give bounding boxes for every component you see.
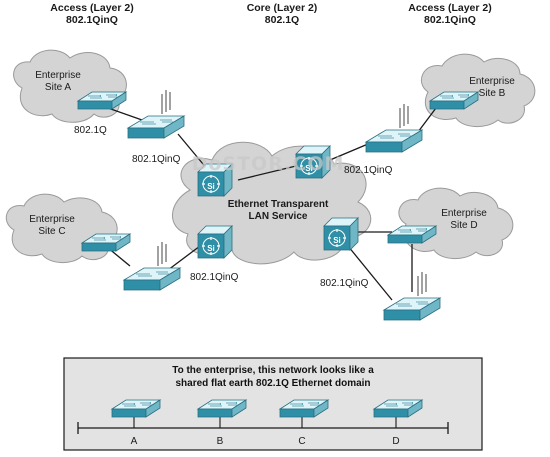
core-switch-right-label: Si bbox=[333, 236, 341, 245]
header-access-right: Access (Layer 2) bbox=[408, 2, 491, 14]
link-label-site-a-dot1q: 802.1Q bbox=[74, 125, 107, 136]
access-switch-c bbox=[123, 241, 181, 291]
summary-line2: shared flat earth 802.1Q Ethernet domain bbox=[175, 378, 370, 389]
core-switch-bottom bbox=[197, 225, 233, 259]
site-d-label-line2: Site D bbox=[450, 220, 477, 231]
core-switch-bottom-label: Si bbox=[207, 244, 215, 253]
link-site-a-to-access bbox=[107, 107, 143, 121]
link-core-top-to-access-b bbox=[329, 143, 369, 161]
link-access-b-to-site-b bbox=[417, 107, 437, 133]
link-access-a-to-core bbox=[177, 133, 209, 171]
link-access-c-to-core bbox=[167, 245, 201, 271]
summary-node-a-label: A bbox=[131, 436, 138, 447]
link-core-left-to-core-top bbox=[237, 165, 297, 181]
link-core-right-to-access-d bbox=[347, 245, 393, 301]
site-c-label-line2: Site C bbox=[38, 226, 65, 237]
site-b-label-line1: Enterprise bbox=[469, 76, 515, 87]
header-access-left-protocol: 802.1QinQ bbox=[66, 14, 118, 26]
link-label-site-b-qinq: 802.1QinQ bbox=[344, 165, 393, 176]
header-core-protocol: 802.1Q bbox=[265, 14, 299, 26]
link-label-site-c-qinq: 802.1QinQ bbox=[190, 272, 239, 283]
core-switch-left-label: Si bbox=[207, 182, 215, 191]
core-cloud-label-line1: Ethernet Transparent bbox=[228, 199, 329, 210]
access-switch-b bbox=[365, 103, 423, 153]
header-access-left: Access (Layer 2) bbox=[50, 2, 133, 14]
site-c-label-line1: Enterprise bbox=[29, 214, 75, 225]
core-cloud-label-line2: LAN Service bbox=[249, 211, 308, 222]
link-label-site-a-qinq: 802.1QinQ bbox=[132, 154, 181, 165]
core-switch-right bbox=[323, 217, 359, 251]
site-a-label-line2: Site A bbox=[45, 82, 71, 93]
summary-node-d-label: D bbox=[392, 436, 399, 447]
site-d-label-line1: Enterprise bbox=[441, 208, 487, 219]
link-label-site-d-qinq: 802.1QinQ bbox=[320, 278, 369, 289]
summary-node-c-label: C bbox=[298, 436, 305, 447]
site-a-label-line1: Enterprise bbox=[35, 70, 81, 81]
core-switch-top-label: Si bbox=[305, 164, 313, 173]
site-d-cloud bbox=[398, 187, 514, 259]
access-switch-a bbox=[127, 89, 185, 139]
summary-node-b-label: B bbox=[217, 436, 224, 447]
site-b-label-line2: Site B bbox=[479, 88, 506, 99]
header-access-right-protocol: 802.1QinQ bbox=[424, 14, 476, 26]
summary-line1: To the enterprise, this network looks li… bbox=[172, 365, 374, 376]
header-core: Core (Layer 2) bbox=[247, 2, 318, 14]
watermark: DoSTOR.COM bbox=[192, 153, 345, 175]
